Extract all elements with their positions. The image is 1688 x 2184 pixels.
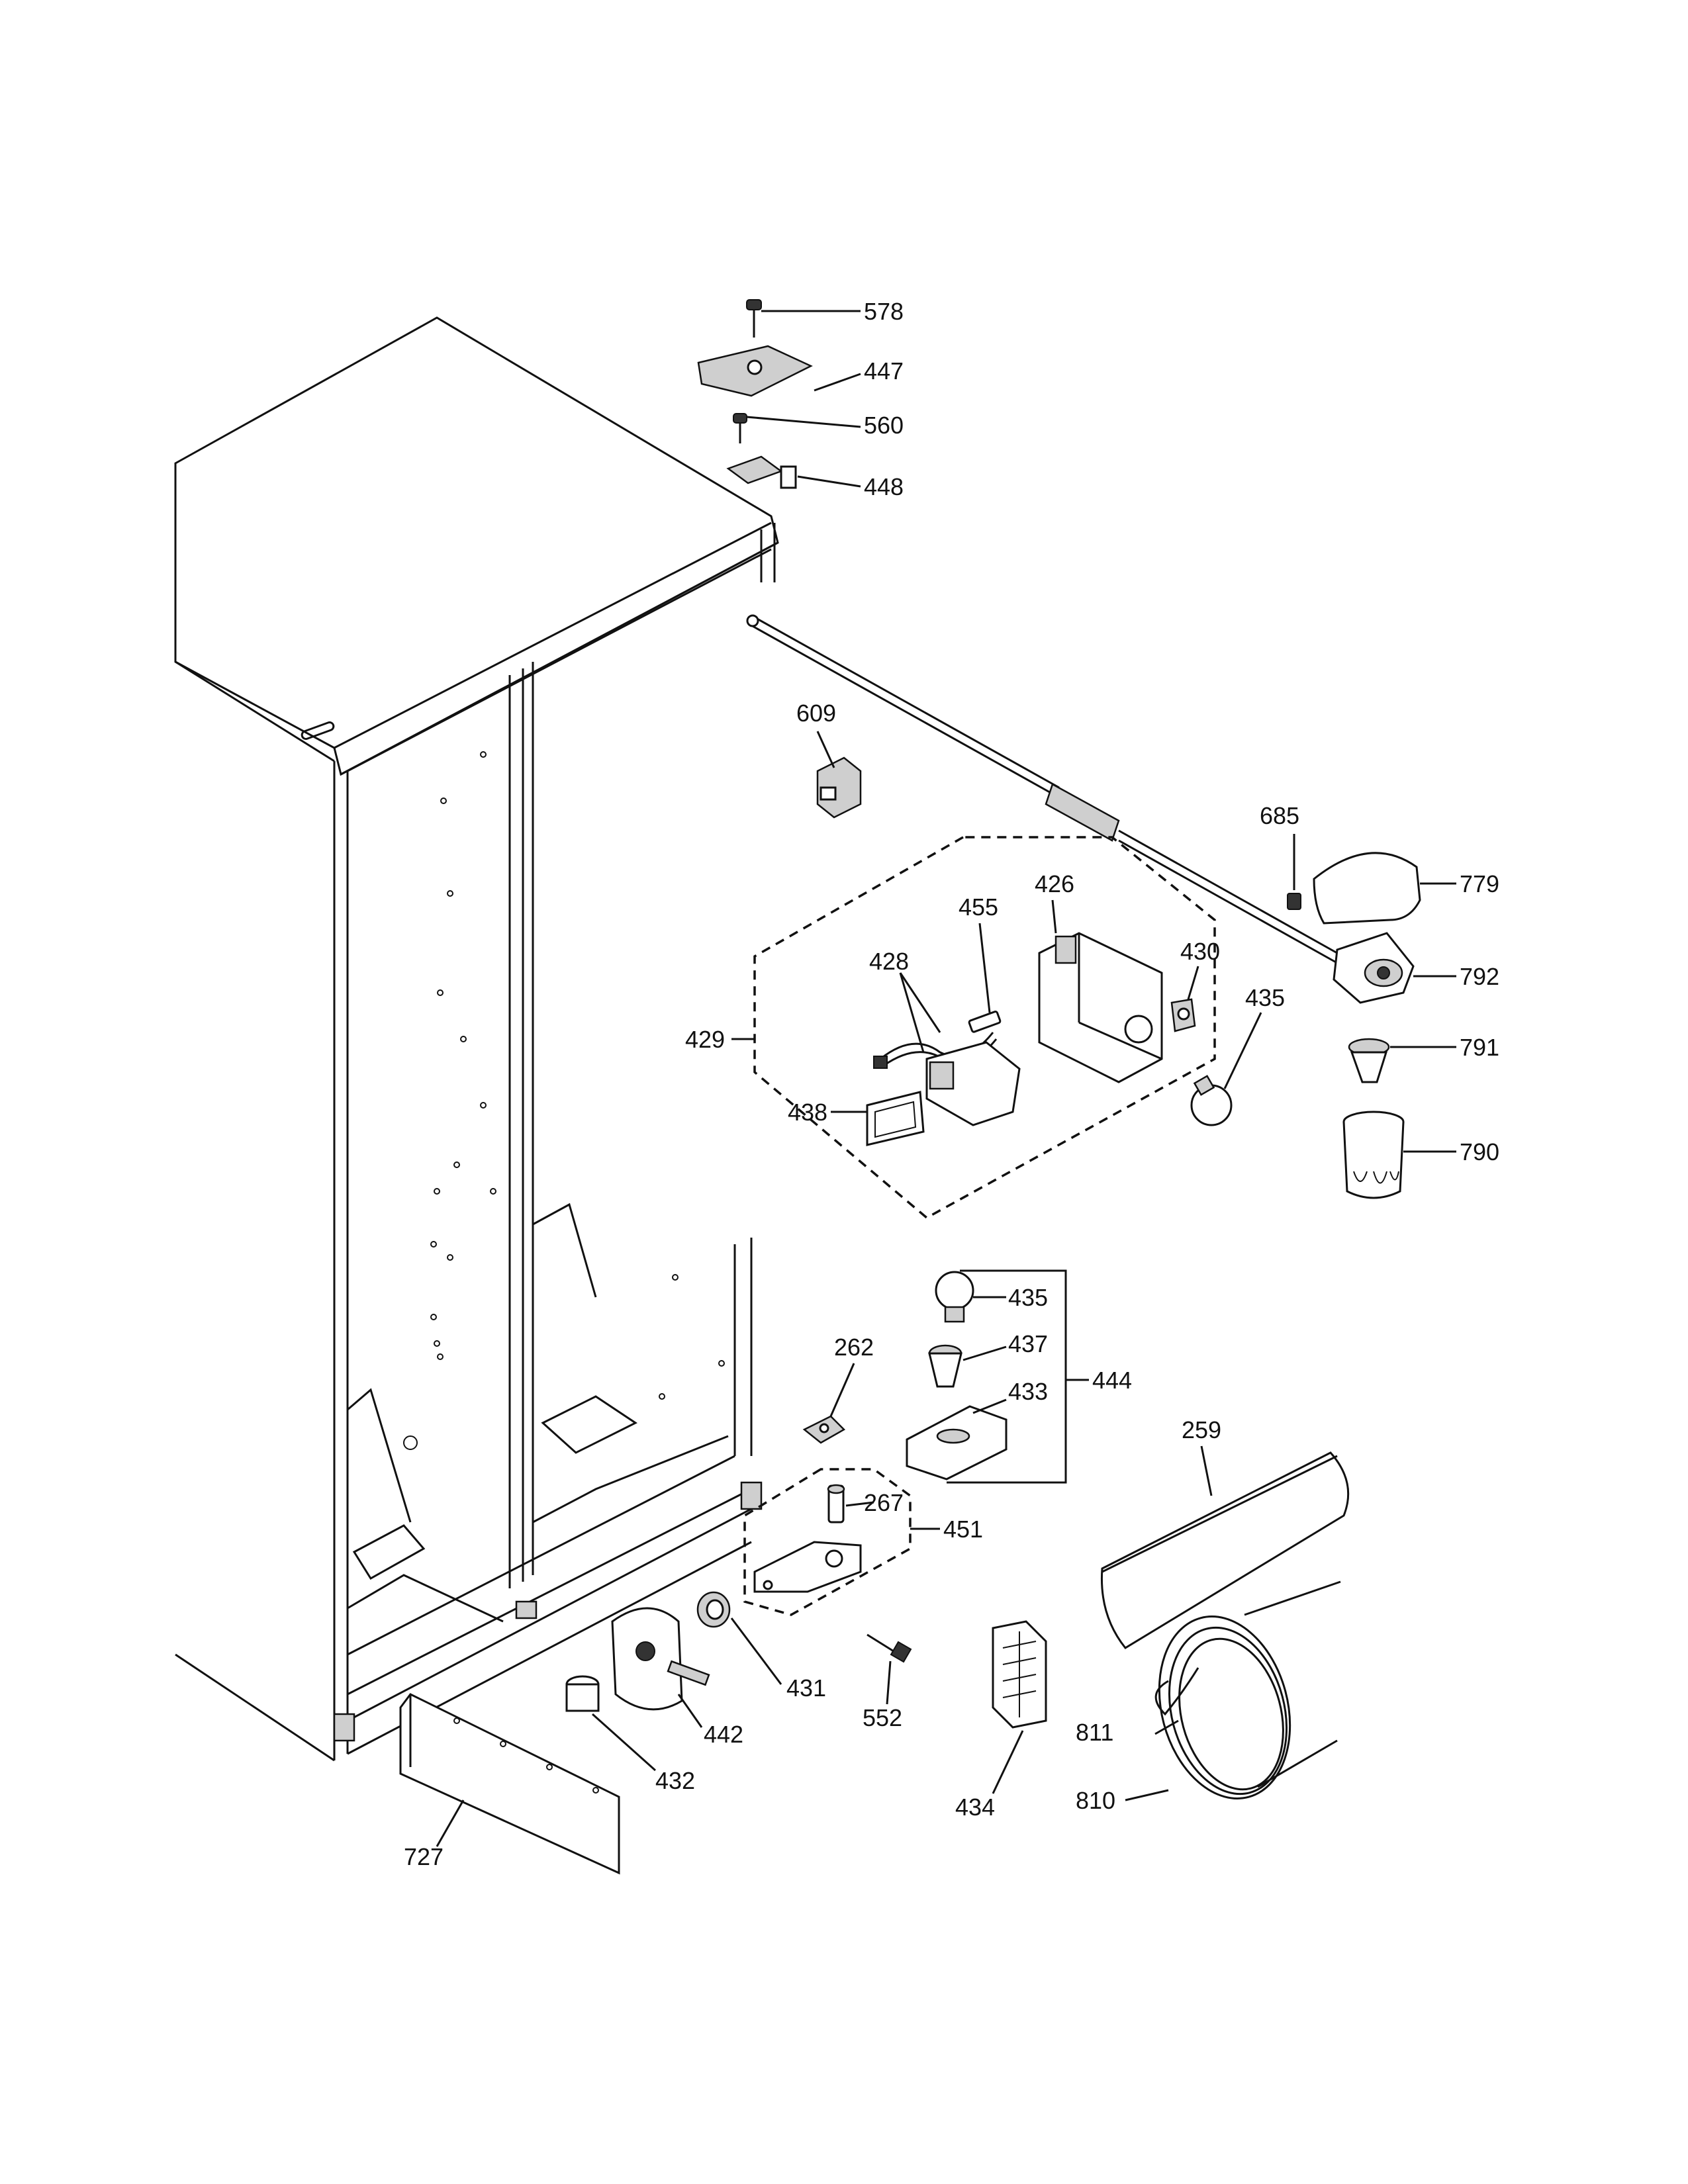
leader-lines	[436, 310, 1456, 1847]
grille-434	[992, 1620, 1047, 1729]
light-socket-box	[925, 1041, 1021, 1126]
bushing-432	[565, 1675, 600, 1712]
callout-455: 455	[959, 893, 998, 921]
callout-685: 685	[1260, 802, 1299, 829]
switch-430	[1170, 998, 1196, 1032]
water-tube-with-filter-head	[746, 614, 1338, 964]
filter-head-792	[1333, 932, 1415, 1004]
callout-560: 560	[864, 412, 904, 439]
water-line-coil-810	[1158, 1580, 1341, 1799]
callout-267: 267	[864, 1489, 904, 1516]
callout-433: 433	[1008, 1378, 1048, 1405]
callout-429: 429	[685, 1026, 725, 1053]
callout-609: 609	[796, 700, 836, 727]
assembly-451-boundary	[743, 1468, 912, 1616]
callout-779: 779	[1460, 870, 1499, 897]
control-housing-426	[1038, 932, 1163, 1083]
filter-cap-791	[1348, 1038, 1390, 1083]
screw-685	[1287, 893, 1301, 910]
callout-727: 727	[404, 1843, 444, 1870]
screw-552	[867, 1633, 912, 1663]
callout-431: 431	[786, 1674, 826, 1702]
callout-792: 792	[1460, 963, 1499, 990]
refrigerator-cabinet	[174, 316, 779, 1762]
callout-426: 426	[1035, 870, 1074, 897]
lens-438	[866, 1091, 925, 1146]
trim-259	[1100, 1451, 1350, 1649]
cam-442	[611, 1607, 710, 1711]
top-hinge-448	[726, 455, 797, 489]
callout-259: 259	[1182, 1416, 1221, 1443]
callout-552: 552	[863, 1704, 902, 1731]
part-262	[802, 1415, 846, 1444]
callout-435-lower: 435	[1008, 1284, 1048, 1311]
callout-448: 448	[864, 473, 904, 500]
callout-435-upper: 435	[1245, 984, 1285, 1011]
callout-432: 432	[655, 1767, 695, 1794]
callout-442: 442	[704, 1721, 743, 1748]
callout-811: 811	[1076, 1719, 1113, 1746]
callout-444: 444	[1092, 1367, 1132, 1394]
bushing-431	[696, 1591, 731, 1628]
hinge-cover-447	[697, 345, 813, 397]
callout-451: 451	[943, 1516, 983, 1543]
callout-790: 790	[1460, 1138, 1499, 1165]
callout-262: 262	[834, 1334, 874, 1361]
callout-428: 428	[869, 948, 909, 975]
bulb-435-upper	[1190, 1075, 1233, 1126]
bulb-435-lower	[935, 1271, 974, 1323]
cover-779	[1313, 852, 1421, 925]
filter-cartridge-790	[1342, 1111, 1405, 1199]
callout-434: 434	[955, 1794, 995, 1821]
callout-447: 447	[864, 357, 904, 385]
pin-267	[827, 1484, 845, 1524]
assembly-429-boundary	[753, 836, 1216, 1220]
callout-438: 438	[788, 1099, 827, 1126]
callout-810: 810	[1076, 1787, 1115, 1814]
callout-430: 430	[1180, 938, 1220, 965]
hinge-bracket-451	[753, 1541, 862, 1593]
screw-560	[733, 413, 747, 443]
clip-811	[1154, 1667, 1199, 1716]
callout-437: 437	[1008, 1330, 1048, 1357]
part-609	[816, 756, 862, 819]
callout-578: 578	[864, 298, 904, 325]
screw-578	[746, 299, 762, 338]
socket-437	[928, 1344, 962, 1388]
callout-791: 791	[1460, 1034, 1499, 1061]
kickplate-727	[399, 1693, 620, 1875]
bracket-444	[947, 1269, 1067, 1484]
light-housing-433	[906, 1405, 1008, 1480]
switch-455	[968, 1011, 1002, 1033]
callout-labels: 578 447 560 448 609 685 779 426 455 428 …	[404, 298, 1499, 1870]
